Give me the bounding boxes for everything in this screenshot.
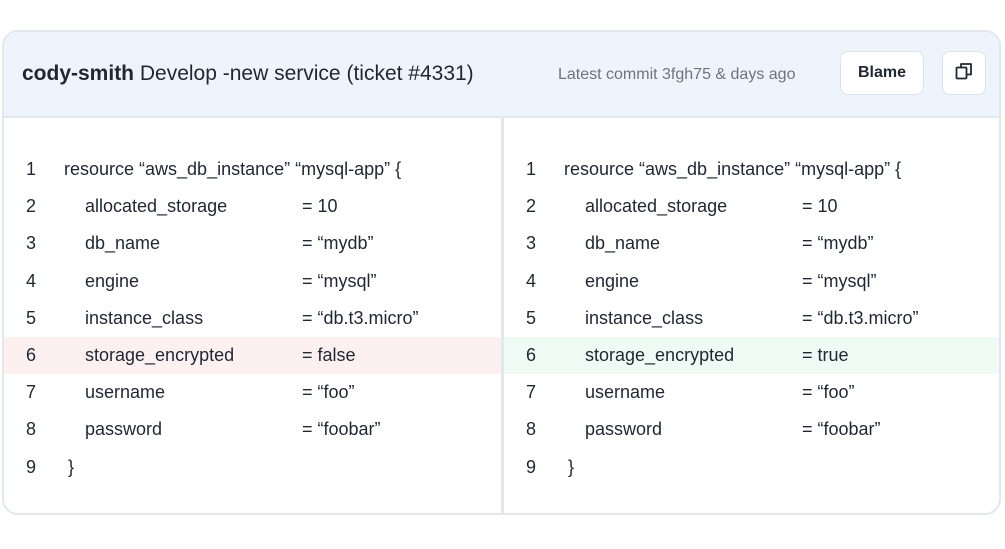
code-key: db_name: [585, 233, 661, 254]
code-value: = 10: [802, 196, 838, 217]
code-text: }: [68, 456, 75, 477]
code-value: = “mydb”: [302, 233, 374, 254]
code-key: username: [85, 382, 166, 403]
line-number: 7: [26, 382, 37, 403]
code-text: resource “aws_db_instance” “mysql-app” {: [64, 159, 402, 179]
code-line: 2 allocated_storage = 10: [504, 188, 999, 225]
line-number: 8: [526, 419, 537, 440]
code-key: allocated_storage: [585, 196, 728, 217]
blame-button[interactable]: Blame: [840, 51, 924, 95]
line-number: 2: [526, 196, 537, 217]
code-line: 7 username = “foo”: [504, 374, 999, 411]
code-line-removed: 6 storage_encrypted = false: [4, 336, 501, 375]
commit-message: Develop -new service (ticket #4331): [139, 62, 474, 85]
diff-panes: 1 resource “aws_db_instance” “mysql-app”…: [4, 118, 999, 513]
code-value: = “foo”: [302, 382, 355, 403]
code-key: password: [585, 419, 663, 440]
code-line: 3 db_name = “mydb”: [4, 225, 501, 262]
line-number: 8: [26, 419, 37, 440]
code-value: = “foobar”: [802, 419, 881, 440]
code-value: = “db.t3.micro”: [802, 307, 919, 328]
line-number: 7: [526, 382, 537, 403]
code-key: db_name: [85, 233, 161, 254]
line-number: 1: [526, 159, 537, 179]
diff-pane-original: 1 resource “aws_db_instance” “mysql-app”…: [4, 118, 501, 513]
code-value: = true: [802, 344, 849, 365]
commit-title: cody-smith Develop -new service (ticket …: [22, 61, 474, 87]
line-number: 6: [26, 344, 37, 365]
line-number: 6: [526, 344, 537, 365]
code-line: 1 resource “aws_db_instance” “mysql-app”…: [4, 151, 501, 188]
line-number: 3: [26, 233, 37, 254]
code-text: resource “aws_db_instance” “mysql-app” {: [564, 159, 902, 179]
code-line: 7 username = “foo”: [4, 374, 501, 411]
pane-divider[interactable]: [501, 118, 504, 513]
code-value: = “foobar”: [302, 419, 381, 440]
code-key: password: [85, 419, 163, 440]
line-number: 9: [526, 456, 537, 477]
code-line-added: 6 storage_encrypted = true: [504, 336, 999, 375]
code-key: engine: [585, 270, 640, 291]
commit-author[interactable]: cody-smith: [22, 62, 135, 85]
code-line: 3 db_name = “mydb”: [504, 225, 999, 262]
code-value: = “mydb”: [802, 233, 874, 254]
code-value: = “foo”: [802, 382, 855, 403]
line-number: 2: [26, 196, 37, 217]
code-value: = false: [302, 344, 356, 365]
code-key: storage_encrypted: [85, 344, 235, 365]
diff-card: cody-smith Develop -new service (ticket …: [2, 30, 1001, 515]
line-number: 1: [26, 159, 37, 179]
code-line: 5 instance_class = “db.t3.micro”: [504, 300, 999, 337]
code-line: 9 }: [504, 449, 999, 486]
code-line: 8 password = “foobar”: [504, 411, 999, 448]
code-line: 4 engine = “mysql”: [504, 263, 999, 300]
code-key: engine: [85, 270, 140, 291]
copy-icon: [955, 62, 973, 85]
code-line: 4 engine = “mysql”: [4, 263, 501, 300]
copy-button[interactable]: [942, 51, 986, 95]
code-value: = “mysql”: [802, 270, 877, 291]
code-line: 2 allocated_storage = 10: [4, 188, 501, 225]
code-text: }: [568, 456, 575, 477]
line-number: 3: [526, 233, 537, 254]
line-number: 5: [26, 307, 37, 328]
code-line: 5 instance_class = “db.t3.micro”: [4, 300, 501, 337]
line-number: 4: [26, 270, 37, 291]
code-value: = “db.t3.micro”: [302, 307, 419, 328]
line-number: 9: [26, 456, 37, 477]
code-key: instance_class: [585, 307, 704, 328]
diff-pane-modified: 1 resource “aws_db_instance” “mysql-app”…: [504, 118, 999, 513]
code-line: 8 password = “foobar”: [4, 411, 501, 448]
code-line: 1 resource “aws_db_instance” “mysql-app”…: [504, 151, 999, 188]
code-key: allocated_storage: [85, 196, 228, 217]
code-line: 9 }: [4, 449, 501, 486]
code-value: = 10: [302, 196, 338, 217]
line-number: 4: [526, 270, 537, 291]
code-key: storage_encrypted: [585, 344, 735, 365]
diff-header: cody-smith Develop -new service (ticket …: [4, 32, 999, 118]
code-key: username: [585, 382, 666, 403]
line-number: 5: [526, 307, 537, 328]
code-key: instance_class: [85, 307, 204, 328]
code-value: = “mysql”: [302, 270, 377, 291]
latest-commit-info[interactable]: Latest commit 3fgh75 & days ago: [558, 66, 796, 83]
